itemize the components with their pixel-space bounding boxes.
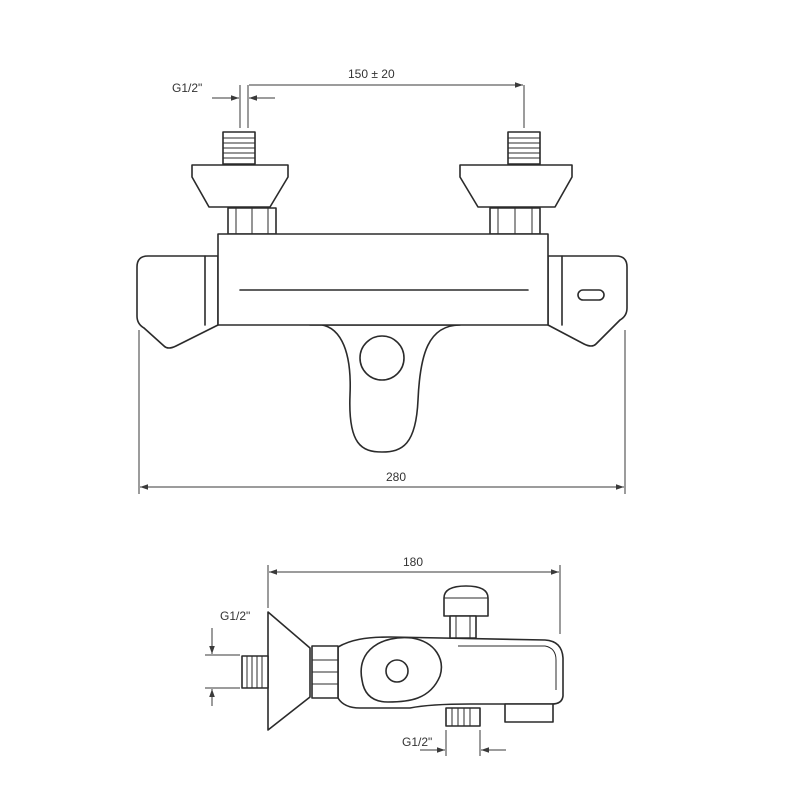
spout-outlet-tip: [504, 703, 554, 723]
front-view: G1/2" 150 ± 20 280: [136, 67, 628, 494]
depth-dimension: 180: [267, 555, 561, 634]
right-control-knob: [547, 255, 628, 347]
side-outlet-dimension: G1/2": [402, 730, 506, 756]
left-hex-nut: [227, 207, 277, 235]
side-inlet-thread-label: G1/2": [220, 609, 250, 623]
side-hex-nut: [311, 645, 339, 699]
left-inlet-connector: [191, 131, 289, 235]
right-hex-nut: [489, 207, 541, 235]
right-inlet-connector: [459, 131, 573, 235]
lever-knob: [359, 335, 405, 381]
left-escutcheon: [191, 164, 289, 208]
diverter-lever: [309, 323, 461, 453]
side-outlet-thread: [445, 707, 481, 727]
mixer-body: [217, 233, 549, 326]
left-inlet-thread: [223, 137, 255, 159]
thread-dimension-front: G1/2": [172, 81, 275, 128]
diverter-button: [443, 585, 489, 639]
temperature-indicator: [577, 289, 605, 301]
side-outlet-thread-label: G1/2": [402, 735, 432, 749]
overall-width-dimension: 280: [138, 330, 626, 494]
depth-label: 180: [403, 555, 423, 569]
right-escutcheon: [459, 164, 573, 208]
side-inlet-thread: [241, 655, 269, 689]
side-inlet-dimension: G1/2": [205, 609, 250, 706]
side-lever-knob: [385, 659, 409, 683]
center-distance-label: 150 ± 20: [348, 67, 395, 81]
side-view: 180 G1/2" G1/2": [205, 555, 564, 756]
right-inlet-thread: [508, 137, 540, 159]
front-thread-label: G1/2": [172, 81, 202, 95]
side-escutcheon: [267, 611, 311, 731]
left-control-knob: [136, 255, 219, 349]
overall-width-label: 280: [386, 470, 406, 484]
center-distance-dimension: 150 ± 20: [249, 67, 525, 128]
